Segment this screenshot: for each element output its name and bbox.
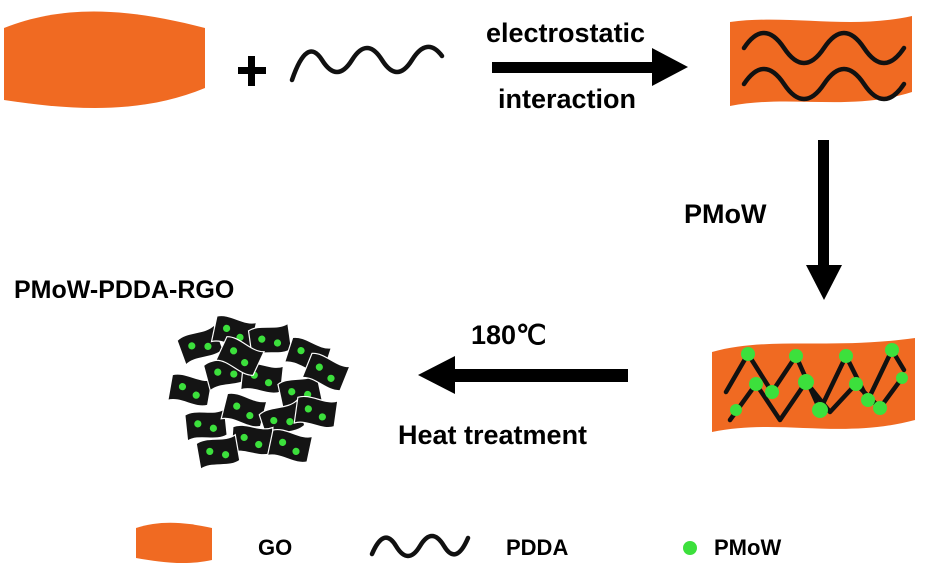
pmow-dot <box>730 404 742 416</box>
pmow-dot <box>297 347 305 355</box>
pmow-dot <box>240 433 248 442</box>
pmow-dot <box>194 420 202 428</box>
legend-pmow-label: PMoW <box>714 535 782 560</box>
pmow-dot <box>765 385 779 399</box>
legend-pmow-dot-icon <box>683 541 697 555</box>
pmow-dot <box>304 405 312 413</box>
pmow-dot <box>839 349 853 363</box>
rgo-flake <box>176 323 224 367</box>
pmow-dot <box>315 363 323 371</box>
pmow-dot <box>264 379 273 387</box>
pmow-dot <box>741 347 755 361</box>
pmow-dot <box>241 358 249 367</box>
product-title: PMoW-PDDA-RGO <box>14 276 235 304</box>
pmow-pdda-go-sheet <box>712 338 915 432</box>
step-heat-treatment-label: Heat treatment <box>398 420 588 450</box>
rgo-flake <box>220 392 268 428</box>
legend-go-sheet-icon <box>136 522 212 564</box>
pdda-chain-lower <box>741 66 907 102</box>
pdda-chain-reactant <box>289 44 445 83</box>
pmow-dot <box>318 413 326 421</box>
pmow-dot <box>270 416 278 425</box>
rgo-flake <box>266 428 314 464</box>
plus-vertical <box>248 56 255 86</box>
pmow-dot <box>204 342 212 350</box>
pmow-dot <box>278 438 287 446</box>
pmow-dot <box>258 335 266 343</box>
arrow-heat-treatment <box>418 356 628 394</box>
pdda-chain-upper <box>741 30 907 66</box>
pmow-dot <box>246 411 254 420</box>
pmow-dot <box>327 374 335 382</box>
pmow-dot <box>273 339 282 347</box>
legend-pdda-label: PDDA <box>506 535 569 560</box>
pmow-dots-on-sheet <box>730 343 908 418</box>
step-temperature-label: 180℃ <box>471 320 547 350</box>
pmow-dot <box>206 447 214 456</box>
pmow-dot <box>178 383 187 391</box>
pmow-dot <box>192 391 200 399</box>
legend-pdda-wave-icon <box>369 533 471 559</box>
pmow-dot <box>749 377 763 391</box>
pmow-dot <box>188 342 196 350</box>
pmow-dot <box>209 424 217 432</box>
go-sheet-reactant <box>4 11 205 109</box>
arrow-electrostatic <box>492 48 688 86</box>
pmow-dot <box>221 451 230 459</box>
pmow-dot <box>236 333 244 341</box>
pmow-dot <box>812 402 828 418</box>
pmow-dot <box>230 370 238 378</box>
legend-go-label: GO <box>258 535 293 560</box>
rgo-flake <box>293 395 339 429</box>
pmow-dot <box>288 388 296 396</box>
pmow-dot <box>885 343 899 357</box>
pmow-dot <box>861 393 875 407</box>
step-electrostatic-label: electrostatic <box>486 18 646 48</box>
rgo-flake <box>167 373 213 407</box>
arrow-pmow <box>806 140 842 300</box>
pmow-dot <box>214 368 222 376</box>
step-interaction-label: interaction <box>498 84 637 114</box>
pmow-dot <box>798 374 814 390</box>
pmow-pdda-rgo-cluster <box>167 314 351 471</box>
step-pmow-label: PMoW <box>684 199 767 229</box>
rgo-flake <box>215 336 265 376</box>
pmow-dot <box>233 402 241 410</box>
pmow-dot <box>873 401 887 415</box>
pmow-dot <box>292 447 300 455</box>
pmow-dot <box>255 440 263 449</box>
pmow-dot <box>229 347 238 355</box>
pmow-dot <box>286 418 294 426</box>
pmow-dot <box>896 372 908 384</box>
pmow-dot <box>789 349 803 363</box>
rgo-flake <box>195 433 241 471</box>
pmow-dot <box>849 377 863 391</box>
rgo-flake <box>184 407 228 443</box>
pmow-dot <box>222 324 231 332</box>
rgo-flake <box>301 352 351 392</box>
